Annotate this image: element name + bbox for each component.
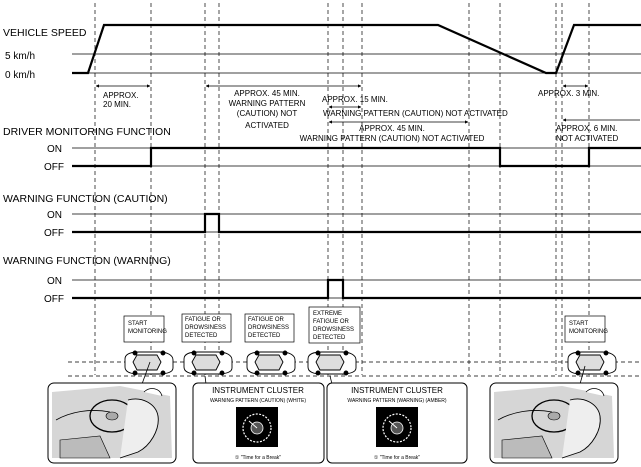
approx-15-line2: WARNING PATTERN (CAUTION) NOT ACTIVATED (323, 109, 508, 118)
ww-off-label: OFF (44, 294, 64, 305)
speed-level-0: 0 km/h (5, 70, 35, 81)
fatigue-2-line1: FATIGUE OR (248, 317, 285, 323)
start-monitoring-1-box (123, 315, 165, 343)
warning-caution-title: WARNING FUNCTION (CAUTION) (3, 193, 168, 205)
cluster-caution-caption: ① "Time for a Break" (235, 455, 281, 461)
start-monitoring-2-line2: MONITORING (569, 329, 608, 335)
timing-annotations (95, 84, 640, 124)
approx-6-line2: NOT ACTIVATED (556, 134, 618, 143)
road-band (68, 361, 641, 377)
gauge-icon (242, 413, 272, 443)
instrument-cluster-caution: INSTRUMENT CLUSTER WARNING PATTERN (CAUT… (192, 382, 325, 464)
vehicle-speed-title: VEHICLE SPEED (3, 27, 87, 39)
gauge-icon (382, 413, 412, 443)
fatigue-1-line1: FATIGUE OR (185, 317, 222, 323)
approx-45-left-line4: ACTIVATED (245, 121, 289, 130)
fatigue-2-line2: DROWSINESS (248, 325, 289, 331)
driver-illustration-left (47, 382, 177, 464)
approx-45-left-line2: WARNING PATTERN (229, 99, 306, 108)
approx-45-left-line3: (CAUTION) NOT (237, 109, 298, 118)
cluster-warning-title: INSTRUMENT CLUSTER (351, 386, 443, 395)
driver-monitoring-trace (72, 146, 641, 168)
start-monitoring-1-line1: START (128, 321, 147, 327)
dm-on-label: ON (47, 144, 62, 155)
approx-45-mid-line1: APPROX. 45 MIN. (359, 124, 425, 133)
approx-45-mid-line2: WARNING PATTERN (CAUTION) NOT ACTIVATED (300, 134, 485, 143)
car-icon (567, 350, 617, 376)
dm-off-label: OFF (44, 162, 64, 173)
ww-on-label: ON (47, 276, 62, 287)
approx-6-line1: APPROX. 6 MIN. (556, 124, 617, 133)
start-monitoring-2-line1: START (569, 321, 588, 327)
car-icons (124, 350, 617, 376)
fatigue-2-box (244, 313, 295, 343)
car-icon (307, 350, 357, 376)
cluster-warning-subtitle: WARNING PATTERN (WARNING) (AMBER) (347, 398, 446, 404)
driver-monitoring-section: DRIVER MONITORING FUNCTION ON OFF (3, 126, 641, 173)
extreme-line3: DROWSINESS (313, 327, 354, 333)
warning-warning-trace (72, 278, 641, 300)
approx-20-line1: APPROX. (103, 91, 139, 100)
extreme-line4: DETECTED (313, 335, 346, 341)
fatigue-1-line2: DROWSINESS (185, 325, 226, 331)
extreme-box (308, 306, 361, 344)
extreme-line2: FATIGUE OR (313, 319, 350, 325)
car-icon (124, 350, 174, 376)
cluster-caution-subtitle: WARNING PATTERN (CAUTION) (WHITE) (210, 398, 306, 404)
vehicle-speed-section: VEHICLE SPEED 5 km/h 0 km/h (3, 23, 641, 81)
instrument-cluster-warning: INSTRUMENT CLUSTER WARNING PATTERN (WARN… (326, 382, 468, 464)
warning-warning-section: WARNING FUNCTION (WARNING) ON OFF (3, 255, 641, 305)
fatigue-1-box (181, 313, 232, 343)
speed-level-5: 5 km/h (5, 51, 35, 62)
driver-illustration-right (489, 382, 619, 464)
cluster-caution-title: INSTRUMENT CLUSTER (212, 386, 304, 395)
approx-15-line1: APPROX. 15 MIN. (322, 95, 388, 104)
approx-3-label: APPROX. 3 MIN. (538, 89, 599, 98)
wc-off-label: OFF (44, 228, 64, 239)
event-labels: START MONITORING FATIGUE OR DROWSINESS D… (123, 306, 608, 344)
approx-45-left-line1: APPROX. 45 MIN. (234, 89, 300, 98)
approx-20-line2: 20 MIN. (103, 100, 131, 109)
extreme-line1: EXTREME (313, 311, 342, 317)
timing-annotation-text: APPROX. 20 MIN. APPROX. 45 MIN. WARNING … (103, 89, 618, 143)
warning-caution-trace (72, 212, 641, 234)
cluster-warning-caption: ① "Time for a Break" (374, 455, 420, 461)
fatigue-1-line3: DETECTED (185, 333, 218, 339)
fatigue-2-line3: DETECTED (248, 333, 281, 339)
car-icon (246, 350, 296, 376)
wc-on-label: ON (47, 210, 62, 221)
warning-warning-title: WARNING FUNCTION (WARNING) (3, 255, 171, 267)
vehicle-speed-trace (72, 23, 641, 75)
start-monitoring-2-box (564, 315, 606, 343)
start-monitoring-1-line2: MONITORING (128, 329, 167, 335)
driver-monitoring-title: DRIVER MONITORING FUNCTION (3, 126, 171, 138)
warning-caution-section: WARNING FUNCTION (CAUTION) ON OFF (3, 193, 641, 239)
car-icon (183, 350, 233, 376)
